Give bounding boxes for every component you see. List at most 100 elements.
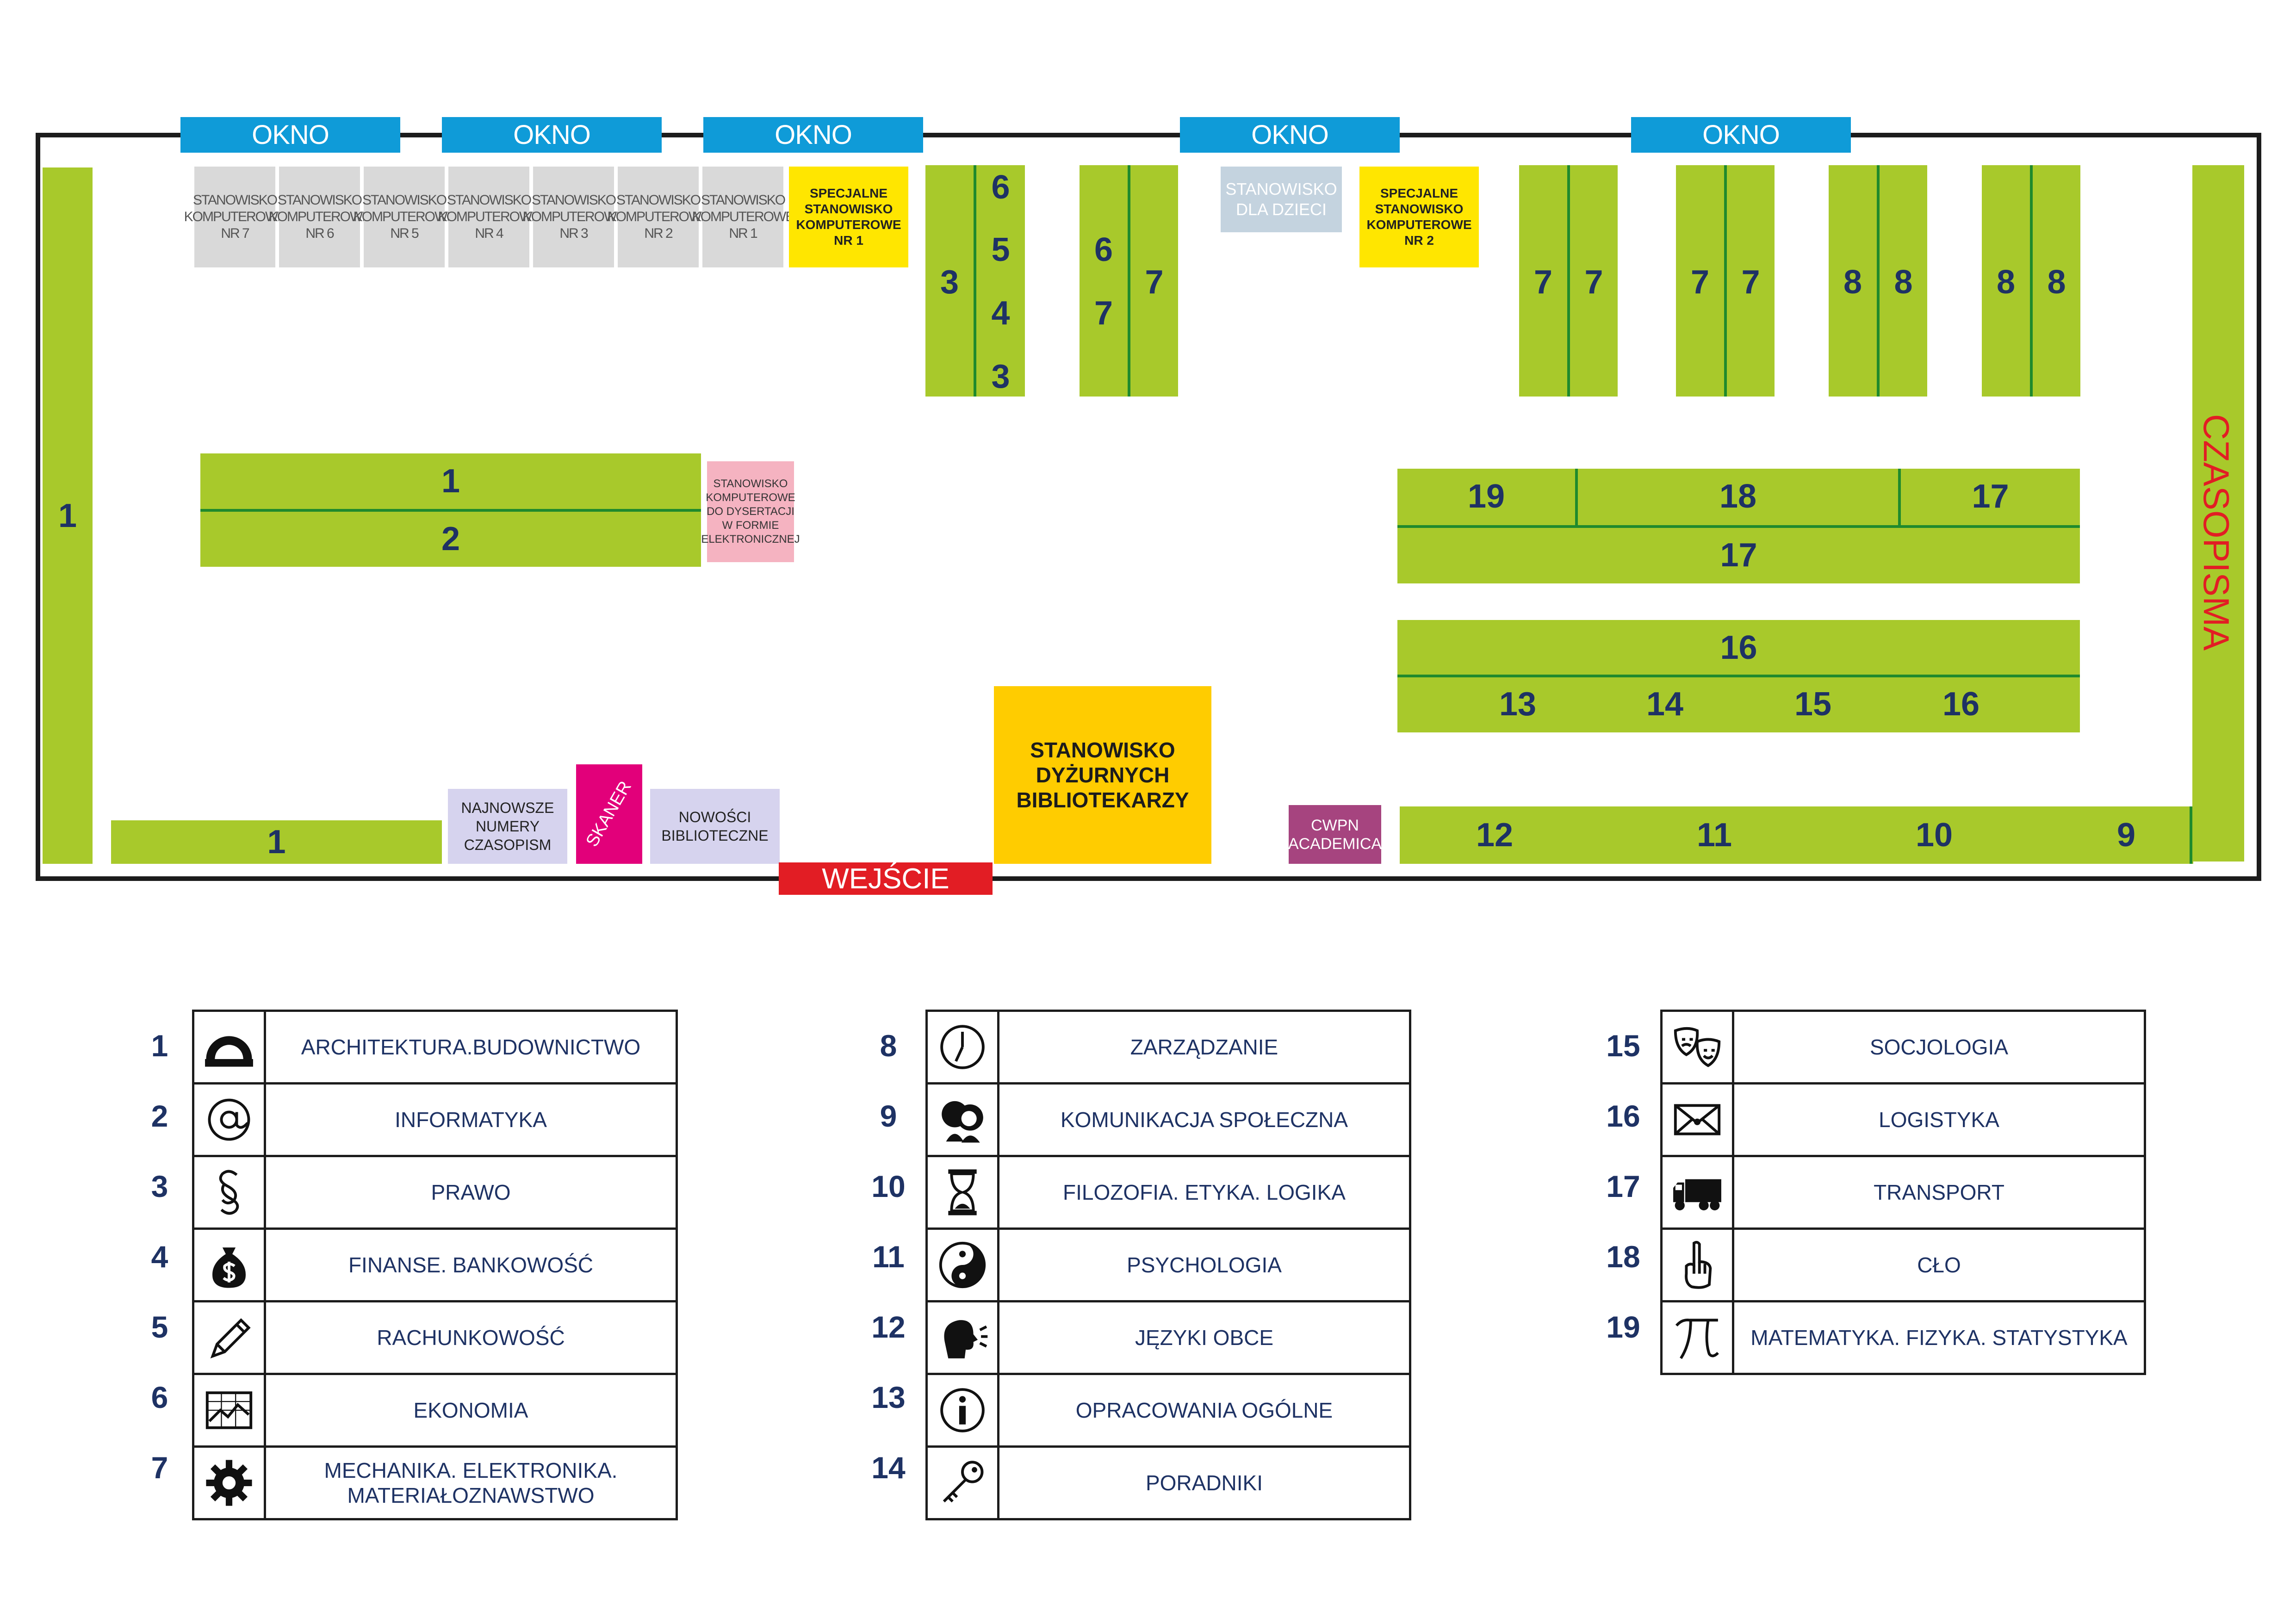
- shelf-number: 15: [1794, 686, 1832, 723]
- shelf-number: 6: [1094, 231, 1113, 268]
- shelf-number: 2: [441, 521, 460, 558]
- at-sign-icon: [192, 1082, 266, 1157]
- legend-label: PORADNIKI: [997, 1445, 1411, 1520]
- shelf-divider: [2190, 806, 2192, 864]
- shelf-number: 5: [991, 231, 1010, 268]
- legend-label: ZARZĄDZANIE: [997, 1010, 1411, 1085]
- shelf-number: 7: [1145, 264, 1164, 301]
- pointing-hand-icon: [1660, 1227, 1734, 1302]
- pi-icon: [1660, 1300, 1734, 1375]
- shelf-bottom-left: 1: [111, 820, 442, 864]
- shelf-divider: [200, 509, 701, 512]
- chart-icon: [192, 1373, 266, 1448]
- legend-label: FINANSE. BANKOWOŚĆ: [264, 1227, 678, 1302]
- window-label: OKNO: [180, 117, 400, 153]
- hourglass-icon: [925, 1155, 999, 1230]
- shelf-number: 4: [991, 295, 1010, 332]
- entrance[interactable]: WEJŚCIE: [779, 862, 993, 895]
- legend-number: 13: [871, 1380, 906, 1414]
- legend-number: 6: [151, 1380, 168, 1414]
- shelf-divider: [1397, 525, 2080, 528]
- legend-row: MATEMATYKA. FIZYKA. STATYSTYKA: [1660, 1300, 2146, 1375]
- legend-number: 16: [1606, 1099, 1640, 1133]
- legend-label: CŁO: [1732, 1227, 2146, 1302]
- legend-label: PRAWO: [264, 1155, 678, 1230]
- shelf-number: 3: [991, 358, 1010, 395]
- library-room-outline: [36, 133, 2261, 881]
- shelf-divider: [974, 165, 976, 397]
- info-icon: [925, 1373, 999, 1448]
- shelf-number: 7: [1533, 264, 1553, 301]
- legend-label: KOMUNIKACJA SPOŁECZNA: [997, 1082, 1411, 1157]
- legend-row: LOGISTYKA: [1660, 1082, 2146, 1157]
- shelf-bottom-right: [1400, 806, 2193, 864]
- shelf-number: 1: [58, 497, 77, 534]
- legend-number: 9: [880, 1099, 897, 1133]
- shelf-number: 7: [1690, 264, 1710, 301]
- legend-label: PSYCHOLOGIA: [997, 1227, 1411, 1302]
- pencil-icon: [192, 1300, 266, 1375]
- legend-number: 3: [151, 1169, 168, 1203]
- shelf-divider: [1567, 165, 1570, 397]
- scanner[interactable]: SKANER: [576, 764, 642, 864]
- legend-row: RACHUNKOWOŚĆ: [192, 1300, 678, 1375]
- window-label: OKNO: [703, 117, 923, 153]
- legend-number: 19: [1606, 1310, 1640, 1344]
- legend-number: 14: [871, 1450, 906, 1485]
- legend-number: 7: [151, 1450, 168, 1485]
- shelf-divider: [1724, 165, 1727, 397]
- shelf-number: 12: [1476, 817, 1514, 854]
- legend-label: JĘZYKI OBCE: [997, 1300, 1411, 1375]
- section-sign-icon: [192, 1155, 266, 1230]
- key-icon: [925, 1445, 999, 1520]
- legend-label: INFORMATYKA: [264, 1082, 678, 1157]
- legend-number: 12: [871, 1310, 906, 1344]
- theater-masks-icon: [1660, 1010, 1734, 1085]
- money-bag-icon: [192, 1227, 266, 1302]
- legend-label: SOCJOLOGIA: [1732, 1010, 2146, 1085]
- legend-number: 8: [880, 1029, 897, 1063]
- legend-row: CŁO: [1660, 1227, 2146, 1302]
- shelf-number: 16: [1720, 629, 1757, 666]
- periodicals-shelf: [2192, 165, 2244, 862]
- legend-row: KOMUNIKACJA SPOŁECZNA: [925, 1082, 1411, 1157]
- legend-row: OPRACOWANIA OGÓLNE: [925, 1373, 1411, 1448]
- shelf-number: 19: [1467, 478, 1505, 515]
- shelf-divider: [1877, 165, 1880, 397]
- shelf-number: 8: [2047, 264, 2066, 301]
- envelope-icon: [1660, 1082, 1734, 1157]
- shelf-number: 17: [1720, 537, 1757, 574]
- legend-label: TRANSPORT: [1732, 1155, 2146, 1230]
- legend-row: SOCJOLOGIA: [1660, 1010, 2146, 1085]
- shelf-number: 1: [267, 824, 286, 861]
- shelf-number: 13: [1499, 686, 1537, 723]
- legend-label: ARCHITEKTURA.BUDOWNICTWO: [264, 1010, 678, 1085]
- shelf-divider: [1575, 469, 1578, 527]
- people-icon: [925, 1082, 999, 1157]
- legend-row: ARCHITEKTURA.BUDOWNICTWO: [192, 1010, 678, 1085]
- legend-number: 4: [151, 1240, 168, 1274]
- shelf-number: 10: [1915, 817, 1953, 854]
- legend-number: 11: [872, 1240, 905, 1274]
- shelf-number: 7: [1584, 264, 1603, 301]
- shelf-divider: [1397, 675, 2080, 677]
- legend-row: INFORMATYKA: [192, 1082, 678, 1157]
- legend-label: LOGISTYKA: [1732, 1082, 2146, 1157]
